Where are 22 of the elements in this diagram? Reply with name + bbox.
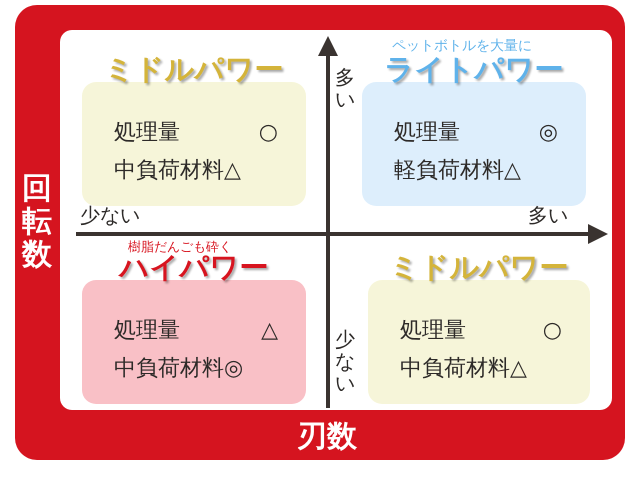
quadrant-heading: ライトパワー <box>384 52 564 87</box>
quadrant-heading: ミドルパワー <box>104 52 284 87</box>
spec-label: 軽負荷材料△ <box>394 157 521 185</box>
rating-mark: △ <box>261 317 278 345</box>
quadrant-heading: ミドルパワー <box>388 250 570 285</box>
rating-mark: ◎ <box>538 119 558 147</box>
spec-label: 中負荷材料◎ <box>114 355 244 383</box>
spec-label: 処理量 <box>400 317 466 345</box>
rating-mark: ○ <box>258 119 278 147</box>
axis-label: 多い <box>528 202 568 229</box>
axis-label: 回転数 <box>22 172 52 271</box>
rating-mark: ○ <box>542 317 562 345</box>
tagline: ペットボトルを大量に <box>392 37 532 55</box>
axis-label: 刃数 <box>297 418 357 456</box>
spec-label: 処理量 <box>114 119 180 147</box>
spec-label: 中負荷材料△ <box>114 157 241 185</box>
axis-label: 少ない <box>335 328 355 394</box>
axis-label: 少ない <box>80 202 140 229</box>
axis-label: 多い <box>335 66 355 110</box>
spec-label: 処理量 <box>114 317 180 345</box>
spec-label: 中負荷材料△ <box>400 355 527 383</box>
spec-label: 処理量 <box>394 119 460 147</box>
